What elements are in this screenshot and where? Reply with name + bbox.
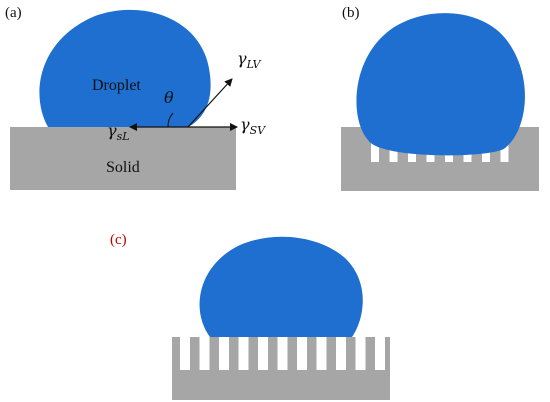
contact-angle-arc xyxy=(167,112,174,128)
pillar-gap xyxy=(219,337,229,370)
panel-b-label: (b) xyxy=(342,5,360,21)
pillar-gap xyxy=(375,337,385,370)
pillar-gap xyxy=(258,337,268,370)
pillar-gap xyxy=(297,337,307,370)
pillar-gap xyxy=(355,337,366,370)
pillar-gap xyxy=(336,337,346,370)
pillar-gap xyxy=(316,337,327,370)
gamma-lv-arrow xyxy=(187,78,233,128)
theta-label: θ xyxy=(164,88,174,107)
gamma-lv-label: γLV xyxy=(237,49,262,71)
pillar-gap xyxy=(238,337,249,370)
droplet-c xyxy=(199,236,363,337)
pillar-gap xyxy=(180,337,190,370)
pillar-gap xyxy=(277,337,288,370)
droplet-label: Droplet xyxy=(92,77,141,94)
pillar-gaps-c xyxy=(180,337,385,370)
gamma-sl-label: γsL xyxy=(107,121,130,143)
pillar-gap xyxy=(199,337,210,370)
panel-c-label: (c) xyxy=(110,232,127,248)
panel-a-label: (a) xyxy=(5,5,22,21)
panel-a: (a) Droplet Solid θ γLV γSV γsL xyxy=(5,5,266,190)
droplet-b xyxy=(356,13,525,156)
solid-label: Solid xyxy=(106,159,140,176)
panel-b: (b) xyxy=(341,5,539,191)
gamma-sv-label: γSV xyxy=(240,115,266,137)
panel-c: (c) xyxy=(110,232,390,400)
solid-a xyxy=(10,127,236,190)
droplet-a xyxy=(39,9,211,128)
